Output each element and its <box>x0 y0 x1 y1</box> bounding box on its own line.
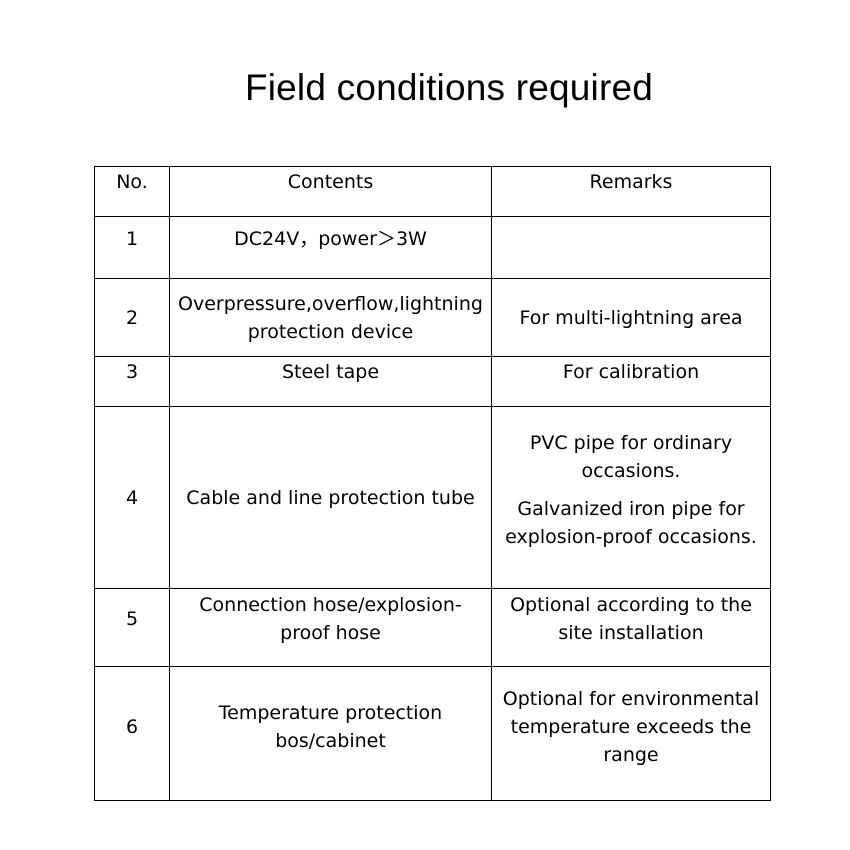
row-number: 3 <box>94 356 170 407</box>
row-contents: Overpressure,overflow,lightning protecti… <box>169 278 492 357</box>
field-conditions-table: No. Contents Remarks 1 DC24V，power＞3W 2 … <box>94 166 771 801</box>
row-remarks-group: PVC pipe for ordinary occasions. Galvani… <box>498 429 764 567</box>
table-row: 3 Steel tape For calibration <box>94 356 771 407</box>
table-row: 2 Overpressure,overflow,lightning protec… <box>94 278 771 357</box>
row-contents-text: Overpressure,overflow,lightning protecti… <box>178 292 483 343</box>
row-number: 1 <box>94 216 170 279</box>
header-contents: Contents <box>169 166 492 217</box>
header-no: No. <box>94 166 170 217</box>
row-remarks: PVC pipe for ordinary occasions. Galvani… <box>491 406 771 589</box>
row-number: 2 <box>94 278 170 357</box>
row-remarks-paragraph: Galvanized iron pipe for explosion-proof… <box>505 497 757 548</box>
table-row: 5 Connection hose/explosion-proof hose O… <box>94 588 771 667</box>
table-row: 6 Temperature protection bos/cabinet Opt… <box>94 666 771 801</box>
row-remarks: Optional for environmental temperature e… <box>491 666 771 801</box>
row-contents: Steel tape <box>169 356 492 407</box>
row-contents: DC24V，power＞3W <box>169 216 492 279</box>
row-number: 4 <box>94 406 170 589</box>
row-remarks: For multi-lightning area <box>491 278 771 357</box>
table-row: 4 Cable and line protection tube PVC pip… <box>94 406 771 589</box>
table-row: 1 DC24V，power＞3W <box>94 216 771 279</box>
header-remarks: Remarks <box>491 166 771 217</box>
row-number: 5 <box>94 588 170 667</box>
row-remarks: For calibration <box>491 356 771 407</box>
row-remarks <box>491 216 771 279</box>
row-remarks: Optional according to the site installat… <box>491 588 771 667</box>
table-header-row: No. Contents Remarks <box>94 166 771 217</box>
row-number: 6 <box>94 666 170 801</box>
row-contents: Connection hose/explosion-proof hose <box>169 588 492 667</box>
row-contents: Cable and line protection tube <box>169 406 492 589</box>
row-remarks-paragraph: PVC pipe for ordinary occasions. <box>529 431 733 482</box>
row-contents: Temperature protection bos/cabinet <box>169 666 492 801</box>
page-title: Field conditions required <box>244 67 654 108</box>
